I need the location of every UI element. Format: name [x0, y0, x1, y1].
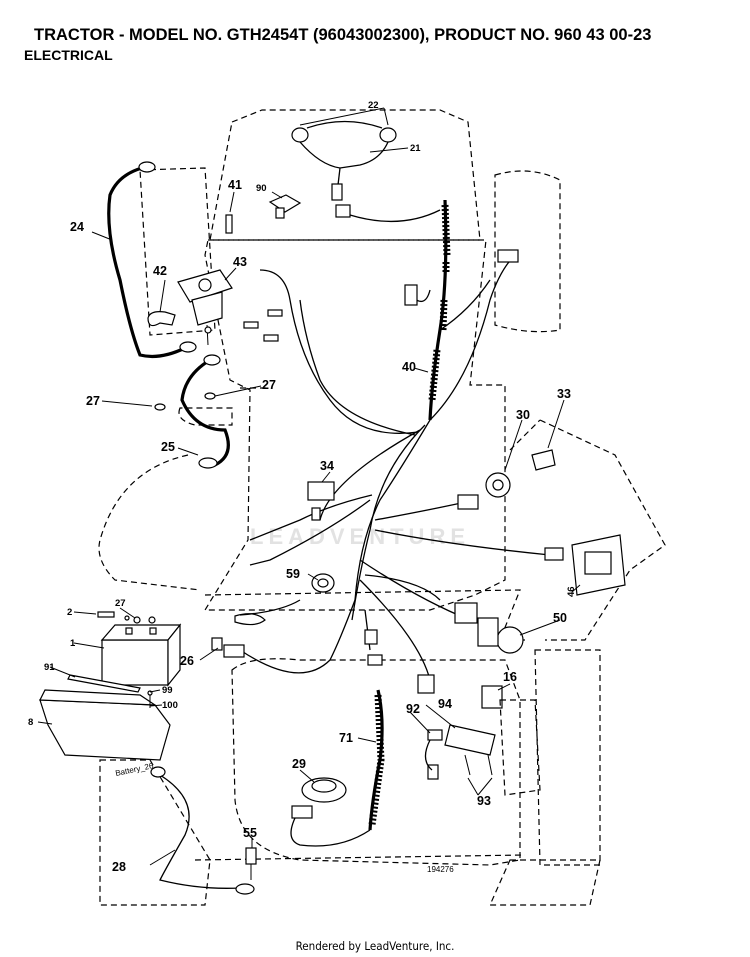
callout-27a: 27: [86, 394, 100, 408]
battery-assembly: [39, 611, 182, 761]
callout-labels: 22 21 41 90 24 42 43 40 33 27 27 30 25 3…: [28, 100, 577, 874]
leader-lines: [37, 107, 581, 866]
battery-label: Battery_26: [114, 761, 154, 778]
callout-25: 25: [161, 440, 175, 454]
callout-94: 94: [438, 697, 452, 711]
main-harness-loom: [239, 199, 564, 694]
callout-2: 2: [67, 607, 72, 618]
page-subtitle: ELECTRICAL: [24, 47, 113, 63]
page-title: TRACTOR - MODEL NO. GTH2454T (9604300230…: [34, 26, 652, 44]
callout-33: 33: [557, 387, 571, 401]
callout-22: 22: [368, 100, 379, 111]
solenoid-assembly: [147, 214, 283, 346]
tractor-outline: [98, 109, 666, 906]
callout-16: 16: [503, 670, 517, 684]
callout-34: 34: [320, 459, 334, 473]
callout-42: 42: [153, 264, 167, 278]
callout-27b: 27: [262, 378, 276, 392]
callout-93: 93: [477, 794, 491, 808]
callout-92: 92: [406, 702, 420, 716]
callout-21: 21: [410, 143, 421, 154]
callout-41: 41: [228, 178, 242, 192]
callout-24: 24: [70, 220, 84, 234]
components: [211, 194, 626, 880]
callout-28: 28: [112, 860, 126, 874]
callout-29: 29: [292, 757, 306, 771]
callout-99: 99: [162, 685, 173, 696]
callout-46: 46: [566, 586, 577, 597]
callout-26: 26: [180, 654, 194, 668]
callout-91: 91: [44, 662, 55, 673]
callout-90: 90: [256, 183, 267, 194]
drawing-number: 194276: [427, 865, 454, 874]
callout-55: 55: [243, 826, 257, 840]
callout-1: 1: [70, 638, 76, 649]
watermark: LEADVENTURE: [250, 524, 471, 549]
callout-50: 50: [553, 611, 567, 625]
callout-40: 40: [402, 360, 416, 374]
callout-8: 8: [28, 717, 33, 728]
battery-cables: [107, 161, 255, 895]
callout-100: 100: [162, 700, 178, 711]
callout-43: 43: [233, 255, 247, 269]
callout-30: 30: [516, 408, 530, 422]
callout-27c: 27: [115, 598, 126, 609]
callout-71: 71: [339, 731, 353, 745]
callout-59: 59: [286, 567, 300, 581]
headlight-harness: [291, 120, 441, 223]
footer-credit: Rendered by LeadVenture, Inc.: [295, 939, 455, 953]
